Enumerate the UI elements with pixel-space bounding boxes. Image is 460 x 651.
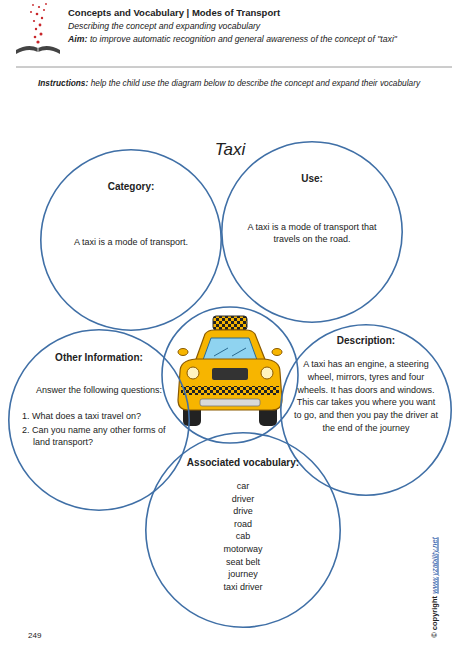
- circle-text: A taxi is a mode of transport that trave…: [242, 221, 382, 246]
- circle-text: A taxi is a mode of transport.: [56, 236, 206, 248]
- taxi-illustration: [178, 316, 282, 426]
- circle-text: 1. What does a taxi travel on?: [22, 410, 172, 422]
- circle-text: journey: [183, 568, 303, 580]
- label-line: Describing the concept and expanding voc…: [68, 21, 260, 31]
- concept-circle: Description: A taxi has an engine, a stee…: [280, 324, 452, 496]
- circle-text: driver: [183, 493, 303, 505]
- copyright-line: © copyright www.yzability.net: [430, 518, 439, 651]
- concept-circle: Category: A taxi is a mode of transport.: [40, 149, 222, 331]
- label-line: Concepts and Vocabulary | Modes of Trans…: [68, 7, 280, 18]
- label-text: 249: [28, 631, 41, 640]
- header-rule: [16, 67, 452, 68]
- circle-heading: Category:: [71, 180, 191, 194]
- circle-stroke: [9, 330, 189, 510]
- circle-heading: Associated vocabulary:: [163, 456, 323, 470]
- circle-text: drive: [183, 505, 303, 517]
- circle-outline: [280, 324, 452, 496]
- circle-stroke: [146, 433, 340, 627]
- label-text: www.yzability.net: [430, 537, 439, 594]
- centre-circle: [162, 307, 298, 443]
- circle-text: cab: [183, 530, 303, 542]
- circle-text: motorway: [183, 543, 303, 555]
- label-line: 249: [28, 631, 41, 640]
- logo: [16, 3, 60, 54]
- circle-stroke: [281, 325, 451, 495]
- circle-heading: Other Information:: [29, 351, 169, 365]
- circle-stroke: [222, 142, 402, 322]
- label-text: Aim:: [68, 34, 87, 44]
- circle-text: 2. Can you name any other forms of land …: [22, 424, 174, 449]
- concept-circle: Use: A taxi is a mode of transport that t…: [221, 141, 403, 323]
- label-text: Concepts and Vocabulary | Modes of Trans…: [68, 7, 280, 18]
- circle-text: seat belt: [183, 556, 303, 568]
- diagram-title: Taxi: [0, 140, 460, 160]
- concept-circle: Associated vocabulary: cardriverdriveroad…: [145, 432, 341, 628]
- label-text: Instructions:: [38, 78, 88, 88]
- circle-text: A taxi has an engine, a steering wheel, …: [292, 358, 440, 435]
- concept-circle: Other Information: Answer the following q…: [8, 329, 190, 511]
- circle-heading: Description:: [306, 334, 426, 348]
- label-text: Describing the concept and expanding voc…: [68, 21, 260, 31]
- circle-text: Answer the following questions:: [24, 384, 174, 396]
- label-text: help the child use the diagram below to …: [91, 78, 420, 88]
- circle-text: car: [183, 480, 303, 492]
- circle-text: taxi driver: [183, 581, 303, 593]
- label-text: © copyright: [430, 596, 439, 638]
- circle-text: road: [183, 518, 303, 530]
- circle-heading: Use:: [252, 172, 372, 186]
- label-text: to improve automatic recognition and gen…: [90, 34, 397, 44]
- label-line: Aim:to improve automatic recognition and…: [68, 34, 397, 44]
- circle-stroke: [41, 150, 221, 330]
- label-line: Instructions:help the child use the diag…: [38, 78, 420, 88]
